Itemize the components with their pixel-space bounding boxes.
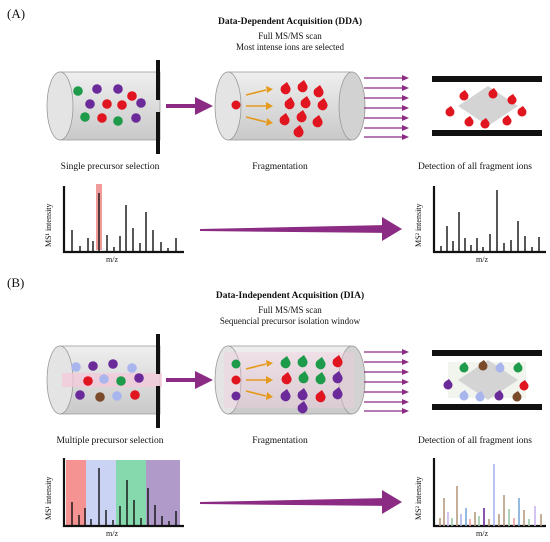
panel-b-subtitle-1: Full MS/MS scan — [258, 305, 322, 315]
panel-a-subtitle-2: Most intense ions are selected — [236, 42, 344, 52]
panel-a-label: (A) — [7, 6, 26, 21]
panel-a-source-ions — [73, 84, 146, 126]
panel-b-source-ions — [71, 359, 144, 402]
panel-b-ms1-peaks — [71, 468, 177, 526]
panel-a-ms1-axes — [62, 186, 184, 254]
panel-a-spectrum-arrow — [200, 217, 402, 241]
panel-b-caption-fragmentation: Fragmentation — [252, 436, 308, 446]
panel-a-detector-ions — [445, 88, 527, 129]
panel-a-ms1-spectrum — [62, 184, 184, 254]
panel-a-exit-arrows — [364, 75, 409, 140]
panel-a-caption-detection: Detection of all fragment ions — [418, 162, 532, 172]
panel-a-ms2-xlabel: m/z — [476, 255, 488, 264]
isolation-window-blue — [86, 460, 116, 526]
panel-b-fragment-ions — [280, 355, 343, 414]
panel-a-ms2-spectrum — [432, 186, 546, 254]
panel-b-exit-arrows — [364, 349, 409, 414]
panel-b-title: Data-Independent Acquisition (DIA) — [215, 291, 365, 301]
panel-b-quadrupole-slit — [156, 334, 160, 428]
panel-a-quadrupole-slit — [156, 60, 160, 154]
panel-b-arrow-to-fragmentation — [166, 371, 213, 389]
panel-a-detector — [432, 76, 542, 136]
panel-b-ms1-spectrum — [62, 458, 184, 528]
panel-b-ms2-peaks — [439, 464, 542, 526]
panel-b-spectrum-arrow — [200, 490, 402, 514]
panel-a-ms2-peaks — [440, 190, 540, 252]
panel-a-ms1-xlabel: m/z — [106, 255, 118, 264]
panel-b-precursor-ions — [231, 359, 241, 401]
panel-b-ms2-xlabel: m/z — [476, 529, 488, 538]
panel-a-subtitle-1: Full MS/MS scan — [258, 31, 322, 41]
panel-b-label: (B) — [7, 275, 25, 290]
isolation-window-red — [66, 460, 86, 526]
panel-a-arrow-to-fragmentation — [166, 97, 213, 115]
panel-a-caption-fragmentation: Fragmentation — [252, 162, 308, 172]
panel-a-fragment-ions — [279, 80, 328, 138]
panel-a-orange-arrows — [245, 86, 273, 126]
panel-b-ms1-axes — [62, 458, 184, 528]
isolation-window-green — [116, 460, 146, 526]
panel-b-orange-arrows — [245, 360, 273, 400]
panel-b-caption-detection: Detection of all fragment ions — [418, 436, 532, 446]
panel-a-precursor-ion — [231, 100, 241, 110]
panel-a-ms1-peaks — [71, 193, 177, 252]
panel-b-caption-selection: Multiple precursor selection — [56, 436, 164, 446]
panel-a-caption-selection: Single precursor selection — [60, 162, 160, 172]
panel-b-ms2-spectrum — [432, 458, 546, 528]
panel-b-subtitle-2: Sequencial precursor isolation window — [219, 316, 361, 326]
panel-a-title: Data-Dependent Acquisition (DDA) — [217, 17, 363, 27]
isolation-window-purple — [146, 460, 180, 526]
panel-b-ms2-axes — [432, 458, 546, 528]
panel-b-ms1-xlabel: m/z — [106, 529, 118, 538]
panel-b-detector-ions — [443, 360, 529, 402]
